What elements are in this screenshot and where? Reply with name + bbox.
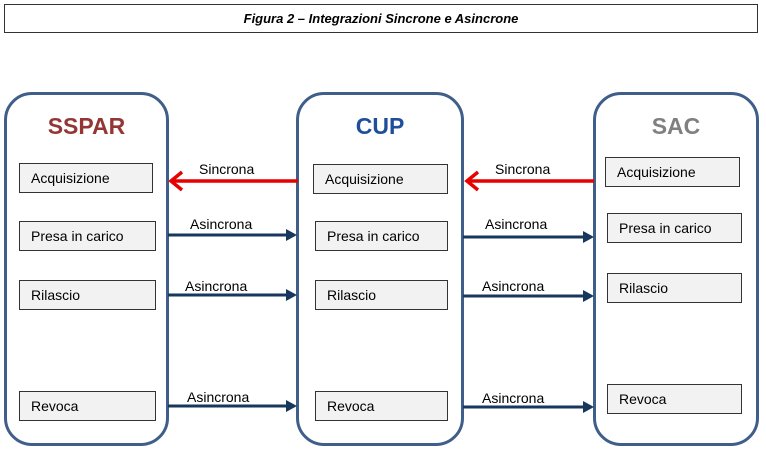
- step-sac-rilascio: Rilascio: [607, 273, 742, 303]
- column-title-cup: CUP: [355, 113, 405, 139]
- label-asincrona-right-3: Asincrona: [482, 390, 545, 406]
- arrowhead-asincrona-cup-to-sac-2: [583, 290, 594, 302]
- label-asincrona-left-2: Asincrona: [185, 278, 248, 294]
- step-sspar-presa-in-carico: Presa in carico: [19, 221, 156, 251]
- arrowhead-asincrona-cup-to-sac-3: [583, 401, 594, 413]
- arrowhead-sincrona-sac-to-cup: [464, 170, 480, 192]
- step-sspar-acquisizione: Acquisizione: [19, 163, 153, 193]
- figure-caption-box: Figura 2 – Integrazioni Sincrone e Asinc…: [4, 4, 758, 33]
- step-sac-revoca: Revoca: [607, 384, 742, 414]
- column-title-sspar: SSPAR: [47, 113, 126, 139]
- label-sincrona-right: Sincrona: [495, 161, 551, 177]
- step-cup-acquisizione: Acquisizione: [313, 164, 448, 194]
- arrowhead-asincrona-sspar-to-cup-2: [286, 289, 297, 301]
- label-asincrona-left-1: Asincrona: [190, 216, 253, 232]
- label-asincrona-right-2: Asincrona: [482, 278, 545, 294]
- step-cup-presa-in-carico: Presa in carico: [315, 221, 448, 251]
- column-sspar: SSPAR: [4, 92, 169, 446]
- label-asincrona-right-1: Asincrona: [485, 216, 548, 232]
- step-sac-presa-in-carico: Presa in carico: [607, 213, 742, 243]
- step-sac-acquisizione: Acquisizione: [605, 157, 740, 187]
- label-sincrona-left: Sincrona: [199, 161, 255, 177]
- label-asincrona-left-3: Asincrona: [187, 389, 250, 405]
- step-sspar-rilascio: Rilascio: [19, 280, 156, 310]
- figure-caption: Figura 2 – Integrazioni Sincrone e Asinc…: [243, 11, 519, 26]
- step-sspar-revoca: Revoca: [19, 391, 156, 421]
- step-cup-rilascio: Rilascio: [315, 280, 448, 310]
- arrowhead-sincrona-cup-to-sspar: [168, 170, 184, 192]
- step-cup-revoca: Revoca: [315, 391, 448, 421]
- column-cup: CUP: [296, 92, 464, 446]
- arrowhead-asincrona-cup-to-sac-1: [583, 231, 594, 243]
- arrowhead-asincrona-sspar-to-cup-1: [286, 229, 297, 241]
- arrowhead-asincrona-sspar-to-cup-3: [286, 400, 297, 412]
- column-title-sac: SAC: [651, 113, 701, 139]
